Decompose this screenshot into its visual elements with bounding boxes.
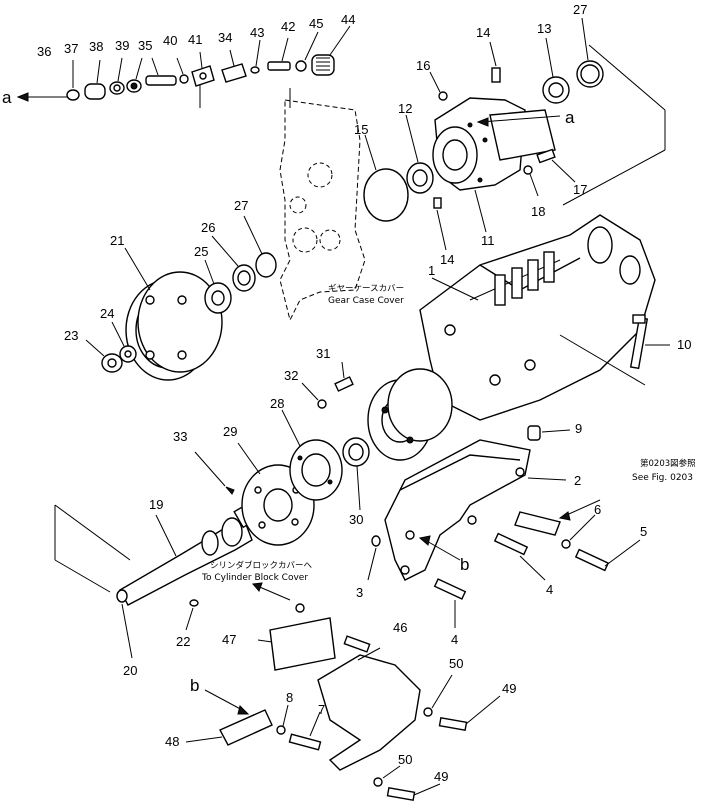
- arrow-markers: a a b b: [2, 88, 575, 695]
- bearing-flange: [281, 409, 343, 501]
- callout-38: 38: [89, 39, 103, 54]
- callout-16: 16: [416, 58, 430, 73]
- leader-lines: [54, 44, 666, 593]
- bolt-and-washer: [523, 148, 576, 197]
- marker-b-bracket: b: [460, 555, 469, 574]
- cyl-block-note-en: To Cylinder Block Cover: [201, 573, 308, 583]
- callout-5: 5: [640, 524, 647, 539]
- callout-40: 40: [163, 33, 177, 48]
- gear-hub: [204, 215, 277, 314]
- callout-48: 48: [165, 734, 179, 749]
- cyl-block-note-jp: シリンダブロックカバーへ: [210, 560, 313, 571]
- bottom-fasteners: [276, 674, 501, 802]
- callout-46: 46: [393, 620, 407, 635]
- callout-50b: 50: [398, 752, 412, 767]
- injection-line-fittings: [16, 25, 351, 102]
- callout-14: 14: [476, 25, 490, 40]
- callout-45: 45: [309, 16, 323, 31]
- callout-13: 13: [537, 21, 551, 36]
- marker-a-left: a: [2, 88, 12, 107]
- callout-37: 37: [64, 41, 78, 56]
- callout-11: 11: [481, 233, 495, 248]
- callout-43: 43: [250, 25, 264, 40]
- callout-9: 9: [575, 421, 582, 436]
- coupling-housing: [429, 41, 561, 251]
- callout-19: 19: [149, 497, 163, 512]
- callout-10: 10: [677, 337, 691, 352]
- callout-23: 23: [64, 328, 78, 343]
- see-fig-note-en: See Fig. 0203: [632, 473, 693, 483]
- bracket-bolts: [367, 514, 641, 628]
- drive-gear: [124, 247, 223, 381]
- snap-ring-top: [576, 17, 604, 88]
- callout-44: 44: [341, 12, 355, 27]
- callout-27: 27: [234, 198, 248, 213]
- gear-case-note-jp: ギヤーケースカバー: [328, 284, 404, 294]
- callout-36: 36: [37, 44, 51, 59]
- callout-42: 42: [281, 19, 295, 34]
- callout-28: 28: [270, 396, 284, 411]
- callout-31: 31: [316, 346, 330, 361]
- cylinder-block-arrow: [252, 582, 305, 613]
- callout-30: 30: [349, 512, 363, 527]
- callout-47: 47: [222, 632, 236, 647]
- flange-bolt: [301, 361, 354, 409]
- callout-1: 1: [428, 263, 435, 278]
- gear-nut: [85, 321, 137, 373]
- callout-49: 49: [502, 681, 516, 696]
- callout-27b: 27: [573, 2, 587, 17]
- bracket-stay: [514, 499, 601, 536]
- callout-6: 6: [594, 502, 601, 517]
- callout-14b: 14: [440, 252, 454, 267]
- drive-coupling: [367, 368, 453, 461]
- callout-34: 34: [218, 30, 232, 45]
- o-ring: [363, 134, 409, 222]
- callout-21: 21: [110, 233, 124, 248]
- callout-32: 32: [284, 368, 298, 383]
- marker-a-right: a: [565, 108, 575, 127]
- oil-seal: [405, 114, 434, 194]
- callout-29: 29: [223, 424, 237, 439]
- shaft-bearing: [342, 437, 370, 511]
- callout-labels: 1 2 3 4 4 5 6 7 8 9 10 11 12 13 14 14 15…: [37, 2, 691, 784]
- cover-plate: [257, 617, 336, 671]
- dowel-pin: [527, 425, 571, 441]
- callout-35: 35: [138, 38, 152, 53]
- callout-7: 7: [318, 702, 325, 717]
- see-fig-note-jp: 第0203図参照: [640, 458, 696, 469]
- callout-39: 39: [115, 38, 129, 53]
- callout-4b: 4: [451, 632, 458, 647]
- gear-case-note-en: Gear Case Cover: [328, 296, 404, 306]
- reference-notes: ギヤーケースカバー Gear Case Cover シリンダブロックカバーへ T…: [201, 284, 696, 583]
- callout-17: 17: [573, 182, 587, 197]
- drive-shaft: [116, 451, 253, 659]
- callout-49b: 49: [434, 769, 448, 784]
- bearing: [542, 37, 570, 104]
- callout-12: 12: [398, 101, 412, 116]
- shield-plate: [185, 689, 273, 746]
- callout-25: 25: [194, 244, 208, 259]
- callout-26: 26: [201, 220, 215, 235]
- callout-18: 18: [531, 204, 545, 219]
- callout-4: 4: [546, 582, 553, 597]
- callout-8: 8: [286, 690, 293, 705]
- callout-22: 22: [176, 634, 190, 649]
- callout-24: 24: [100, 306, 114, 321]
- injection-pump-body: [419, 214, 656, 421]
- pump-bracket: [384, 439, 567, 581]
- callout-20: 20: [123, 663, 137, 678]
- callout-15: 15: [354, 122, 368, 137]
- callout-2: 2: [574, 473, 581, 488]
- marker-b-plate: b: [190, 676, 199, 695]
- callout-41: 41: [188, 32, 202, 47]
- long-bolt: [629, 314, 670, 370]
- side-shield: [317, 635, 421, 771]
- callout-3: 3: [356, 585, 363, 600]
- gear-case-cover: [279, 99, 366, 322]
- callout-50: 50: [449, 656, 463, 671]
- callout-33: 33: [173, 429, 187, 444]
